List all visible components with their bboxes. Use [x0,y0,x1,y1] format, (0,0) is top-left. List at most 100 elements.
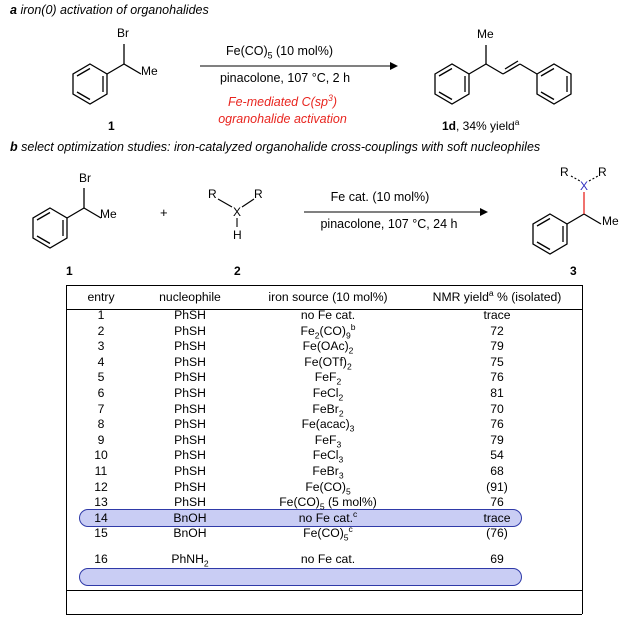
iron-main: FeF [314,370,337,385]
cell-iron-source: Fe(CO)5 [244,480,412,496]
cell-iron-source: Fe(OTf)2 [244,355,412,371]
iron-sub: 5 [343,532,349,543]
cell-nucleophile: PhSH [174,479,206,494]
cell-iron-source: no Fe cat.c [244,509,412,527]
cell-nucleophile: PhSH [174,417,206,432]
iron-sub-2: 9 [345,330,351,341]
iron-text: no Fe cat. [298,510,353,525]
cell-iron-source: FeCl3 [244,448,412,464]
cell-iron-source: no Fe cat. [244,542,412,568]
iron-sub: 3 [336,439,342,450]
iron-main: Fe(CO) [305,479,346,494]
highlight-row-12 [79,509,522,527]
reaction-arrow-b [304,208,488,216]
cell-yield: 75 [490,354,504,369]
cell-iron-source: Fe2(CO)9b [244,322,412,341]
iron-sub: 2 [338,392,344,403]
cell-iron-source: Fe(OAc)2 [244,339,412,355]
col-entry: entry [87,290,115,304]
cell-yield: trace [483,510,511,525]
structure-2: R R X H [208,187,263,242]
prod-x: X [580,179,588,193]
cell-yield: 76 [490,417,504,432]
structure-3: R R X Me [532,165,619,255]
compound-label-2: 2 [234,264,241,278]
reagent-a-sub: 5 [267,50,273,61]
nuc-r1: R [208,187,217,201]
cell-nucleophile: PhSH [174,463,206,478]
iron-main: Fe [300,323,315,338]
cell-yield: 54 [490,448,504,463]
red-annotation-line2: ogranohalide activation [218,112,347,126]
iron-main: FeBr [312,401,339,416]
iron-tail: (5 mol%) [324,495,377,510]
cell-iron-source: FeBr2 [244,402,412,418]
nuc-r2: R [254,187,263,201]
col-iron-source: iron source (10 mol%) [268,290,388,304]
cell-entry: 7 [97,401,105,416]
iron-main: Fe(acac) [301,417,350,432]
cell-nucleophile: PhSH [174,401,206,416]
iron-main: FeCl [312,385,339,400]
prod-r1: R [560,165,569,179]
me-label: Me [141,64,158,78]
red-line1-sup: 3 [328,92,333,103]
compound-label-3: 3 [570,264,577,278]
cell-entry: 13 [94,495,108,510]
iron-main: Fe(OTf) [304,354,347,369]
me-label-b: Me [100,207,117,221]
cell-nucleophile: PhSH [174,385,206,400]
cell-iron-source: Fe(CO)5c [244,524,412,543]
iron-sub: 3 [338,454,344,465]
product-label-bold: 1d [442,119,457,133]
prod-me: Me [602,214,619,228]
cell-yield: 76 [490,370,504,385]
iron-main: FeF [314,432,337,447]
cell-iron-source: Fe(acac)3 [244,417,412,433]
cell-entry: 9 [97,432,105,447]
section-letter: a [10,3,17,17]
red-line1-post: ) [332,95,338,109]
cell-nucleophile: PhSH [174,495,206,510]
col-yield-post: % (isolated) [493,290,562,304]
iron-sub: 2 [348,345,354,356]
cell-iron-source: Fe(CO)5 (5 mol%) [244,495,412,511]
iron-sub: 5 [319,501,325,512]
cell-nucleophile: BnOH [173,510,207,525]
table-bottom-rule [66,614,582,615]
compound-label-1: 1 [108,119,115,133]
col-nucleophile: nucleophile [159,290,221,304]
prod-r2: R [598,165,607,179]
table-row: 13 PhSH Fe(CO)5 (5 mol%) 76 [66,495,582,511]
cell-entry: 3 [97,339,105,354]
cell-yield: 68 [490,463,504,478]
table-header-rule [66,309,582,310]
iron-sup: c [348,524,353,535]
compound-label-1b: 1 [66,264,73,278]
cell-yield: (76) [486,526,508,541]
cell-entry: 10 [94,448,108,463]
cell-nucleophile: PhSH [174,370,206,385]
table-right-border [582,285,583,614]
cell-nucleophile: BnOH [173,526,207,541]
section-b-header: b select optimization studies: iron-cata… [10,140,540,154]
iron-main: FeBr [312,463,339,478]
nuc-h: H [233,228,242,242]
optimization-table: entry nucleophile iron source (10 mol%) … [66,286,582,568]
cell-entry: 12 [94,479,108,494]
iron-sub: 2 [338,408,344,418]
cell-entry: 4 [97,354,105,369]
cell-yield: 81 [490,385,504,400]
cell-yield: 76 [490,495,504,510]
structure-1-section-b: Br Me [32,171,117,249]
cell-iron-source: FeBr3 [244,464,412,480]
iron-main: Fe(CO) [279,495,320,510]
